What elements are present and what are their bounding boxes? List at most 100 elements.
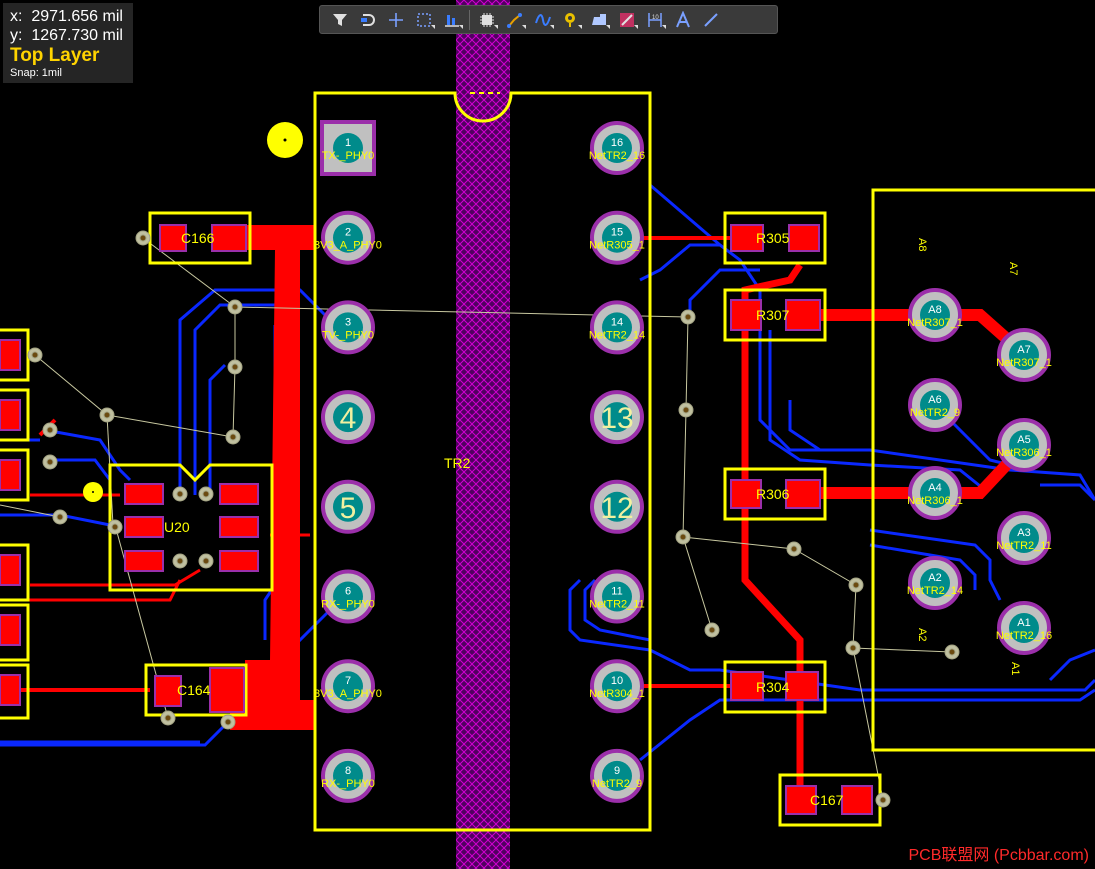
- via: [875, 792, 891, 808]
- via: [227, 299, 243, 315]
- via: [220, 714, 236, 730]
- pad-net-name: NetTR2_16: [589, 150, 645, 162]
- via: [704, 622, 720, 638]
- pad-number: 4: [340, 402, 357, 435]
- through-hole-pad[interactable]: 13: [590, 390, 644, 445]
- pad-number: A1: [1017, 617, 1030, 629]
- fiducial-markers: [83, 122, 303, 502]
- designator-u20: U20: [164, 519, 190, 535]
- pad-number: 11: [611, 586, 622, 598]
- via: [99, 407, 115, 423]
- via: [107, 519, 123, 535]
- via: [52, 509, 68, 525]
- pad-net-name: NetR306_1: [996, 447, 1052, 459]
- pad-number: A8: [928, 304, 941, 316]
- component-icon: [480, 12, 494, 27]
- pad-number: 8: [345, 765, 351, 777]
- designator-r306: R306: [756, 486, 790, 502]
- filter-icon: [333, 13, 347, 26]
- via-button[interactable]: [557, 8, 585, 32]
- snap-button[interactable]: [354, 8, 382, 32]
- keepout-icon: [620, 12, 634, 27]
- diff-pair-button[interactable]: [529, 8, 557, 32]
- pad-number: A5: [1017, 434, 1030, 446]
- pad-net-name: 3V3_A_PHY0: [314, 240, 382, 252]
- route-button[interactable]: [501, 8, 529, 32]
- diff-pair-icon: [535, 13, 551, 26]
- coordinate-hud: x: 2971.656 mil y: 1267.730 mil Top Laye…: [3, 3, 133, 83]
- pad-number: 5: [340, 492, 357, 525]
- designator-a2: A2: [916, 628, 928, 641]
- through-hole-pad[interactable]: 4: [321, 390, 375, 445]
- pad-number: 13: [600, 402, 633, 435]
- pad-net-name: TV-_PHY0: [322, 329, 374, 341]
- via: [848, 577, 864, 593]
- via: [680, 309, 696, 325]
- through-hole-pad[interactable]: 12: [590, 479, 644, 534]
- pad-net-name: 3V3_A_PHY0: [314, 688, 382, 700]
- pad-number: 9: [614, 765, 620, 777]
- designators: TR2 U20 C166 C164 C167 R305 R307 R306 R3…: [164, 230, 1021, 808]
- toolbar-separator: [469, 9, 470, 30]
- polygon-button[interactable]: [585, 8, 613, 32]
- pad-net-name: NetR305_1: [589, 240, 645, 252]
- filter-button[interactable]: [326, 8, 354, 32]
- connector-pads: A8NetR307_1A7NetR307_1A6NetTR2_9A5NetR30…: [907, 288, 1052, 655]
- via: [675, 529, 691, 545]
- select-rect-button[interactable]: [410, 8, 438, 32]
- designator-a1: A1: [1009, 662, 1021, 675]
- align-icon: [445, 14, 459, 27]
- via: [42, 454, 58, 470]
- through-hole-pad[interactable]: 3TV-_PHY0: [321, 300, 375, 355]
- line-button[interactable]: [697, 8, 725, 32]
- through-hole-pad[interactable]: 1TX-_PHY0: [320, 120, 376, 176]
- component-button[interactable]: [473, 8, 501, 32]
- through-hole-pad[interactable]: 5: [321, 479, 375, 534]
- pad-net-name: NetR306_1: [907, 495, 963, 507]
- designator-c164: C164: [177, 682, 211, 698]
- crosshair-icon: [389, 12, 403, 27]
- text-button[interactable]: [669, 8, 697, 32]
- pad-number: A3: [1017, 527, 1030, 539]
- crosshair-button[interactable]: [382, 8, 410, 32]
- x-coordinate: x: 2971.656 mil: [10, 8, 123, 25]
- through-hole-pad[interactable]: 6RX-_PHY0: [321, 569, 375, 624]
- designator-c166: C166: [181, 230, 215, 246]
- align-button[interactable]: [438, 8, 466, 32]
- via: [42, 422, 58, 438]
- via: [172, 486, 188, 502]
- designator-tr2: TR2: [444, 455, 471, 471]
- pad-net-name: NetTR2_11: [589, 599, 644, 611]
- pad-number: A4: [928, 482, 941, 494]
- dimension-button[interactable]: 10: [641, 8, 669, 32]
- snap-icon: [361, 13, 375, 26]
- designator-r305: R305: [756, 230, 790, 246]
- pad-number: 12: [600, 492, 633, 525]
- via: [160, 710, 176, 726]
- via: [172, 553, 188, 569]
- via: [227, 359, 243, 375]
- active-layer: Top Layer: [10, 45, 100, 66]
- keepout-button[interactable]: [613, 8, 641, 32]
- pad-number: 7: [345, 675, 351, 687]
- via: [198, 486, 214, 502]
- pad-number: A2: [928, 572, 941, 584]
- through-hole-pad[interactable]: 8RX-_PHY0: [321, 748, 375, 803]
